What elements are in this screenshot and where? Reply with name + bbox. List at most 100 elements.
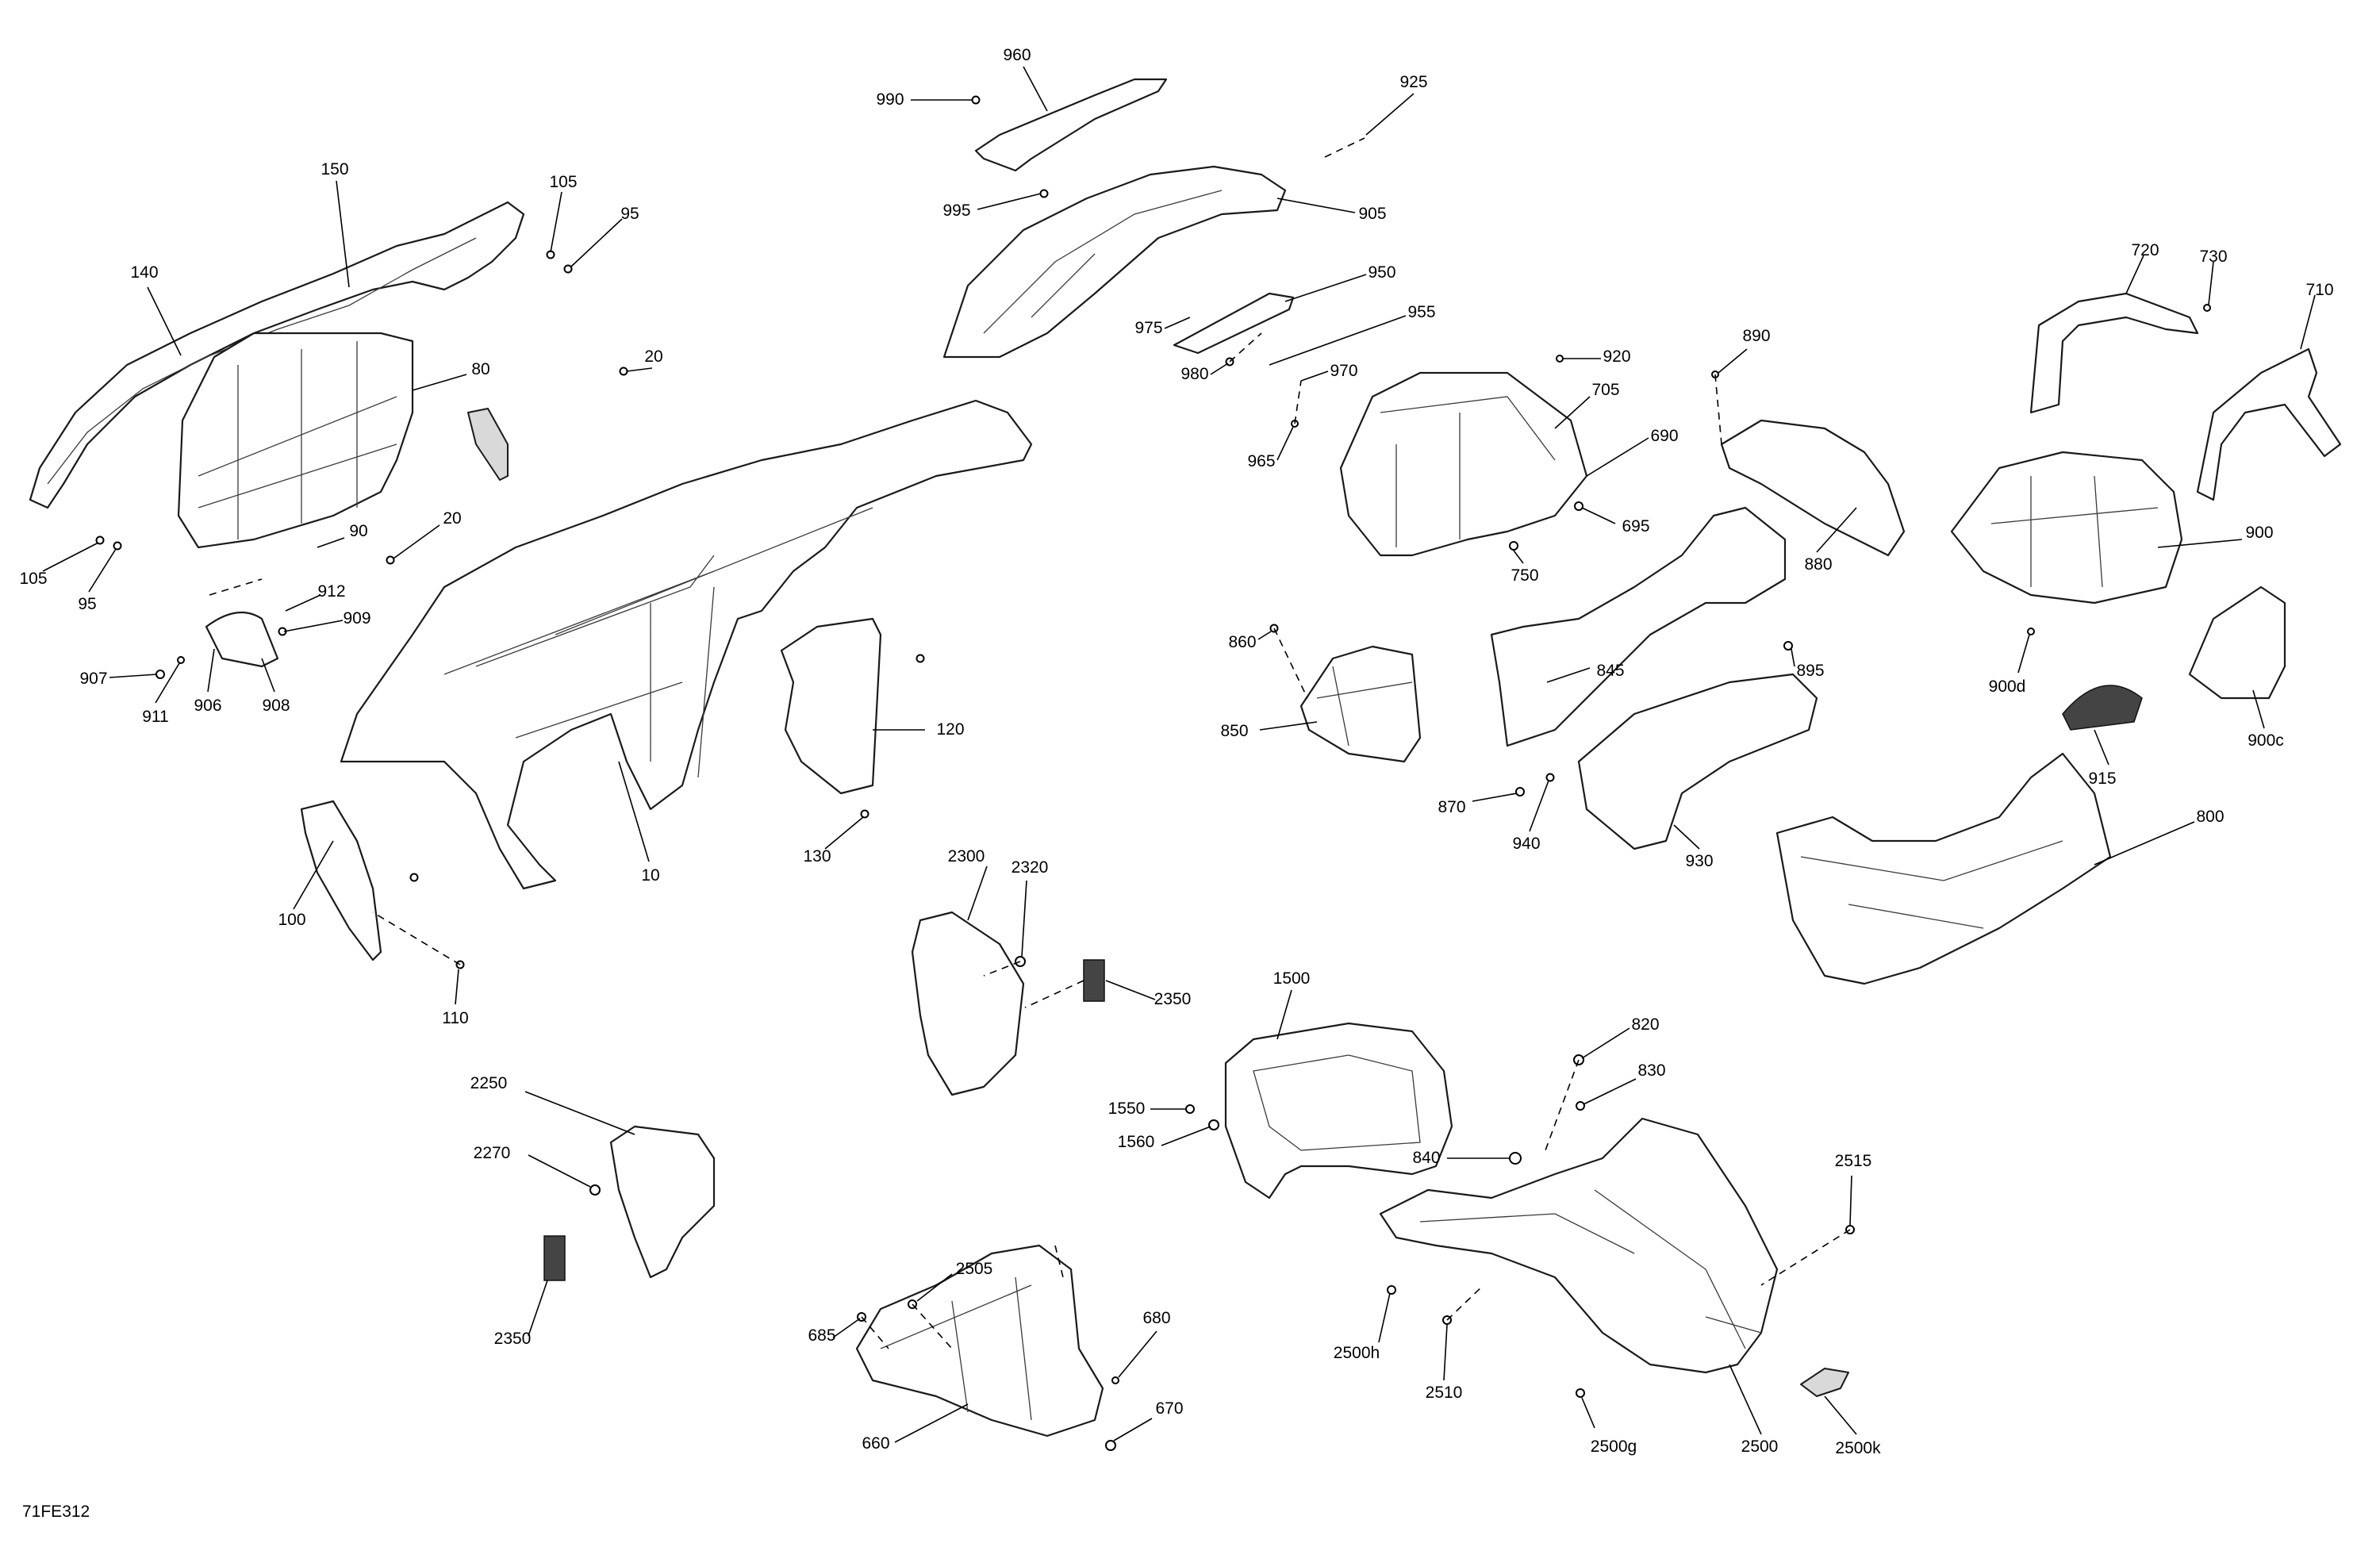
leader-1560 xyxy=(1161,1126,1211,1146)
fastener-2500g xyxy=(1576,1388,1585,1398)
fastener-20-top xyxy=(619,367,628,376)
callout-670: 670 xyxy=(1155,1399,1183,1418)
callout-2250: 2250 xyxy=(470,1074,508,1092)
leader-20-top xyxy=(626,367,653,372)
callout-912: 912 xyxy=(317,582,345,601)
fastener-920 xyxy=(1556,355,1564,363)
callout-2300: 2300 xyxy=(948,847,985,866)
part-2350-filter-lower xyxy=(543,1235,566,1281)
fastener-670 xyxy=(1105,1440,1116,1451)
callout-930: 930 xyxy=(1685,852,1713,870)
fastener-900d xyxy=(2027,628,2035,635)
callout-660: 660 xyxy=(862,1434,889,1453)
dash-890 xyxy=(1714,374,1722,445)
leader-2500h xyxy=(1378,1292,1391,1343)
fastener-750 xyxy=(1509,541,1518,551)
leader-130 xyxy=(824,816,864,850)
callout-870: 870 xyxy=(1438,798,1465,816)
leader-911 xyxy=(155,662,180,704)
callout-2500h: 2500h xyxy=(1334,1344,1380,1362)
dash-2320 xyxy=(983,961,1021,977)
callout-10: 10 xyxy=(641,866,659,885)
part-10-detail xyxy=(443,507,873,778)
callout-130: 130 xyxy=(803,847,831,866)
leader-90 xyxy=(317,537,345,548)
part-920-detail xyxy=(1380,396,1556,547)
leader-965 xyxy=(1276,426,1294,461)
fastener-907 xyxy=(155,670,165,679)
fastener-911 xyxy=(177,656,185,664)
callout-2500k: 2500k xyxy=(1835,1439,1881,1457)
leader-975 xyxy=(1164,317,1191,329)
leader-95-left xyxy=(88,548,117,593)
leader-980 xyxy=(1210,363,1229,375)
dash-925 xyxy=(1324,137,1365,158)
part-clip-near-20 xyxy=(467,408,509,481)
fastener-95-top xyxy=(563,264,573,274)
leader-695 xyxy=(1581,507,1616,524)
leader-730 xyxy=(2208,261,2214,305)
callout-690: 690 xyxy=(1650,427,1678,445)
callout-80: 80 xyxy=(471,360,489,378)
part-720-grab-bar xyxy=(2029,292,2199,414)
part-100-side-panel xyxy=(300,800,382,961)
leader-2500g xyxy=(1581,1397,1595,1429)
callout-900c: 900c xyxy=(2248,731,2284,750)
leader-95-top xyxy=(570,218,623,267)
callout-2505: 2505 xyxy=(956,1260,993,1278)
callout-120: 120 xyxy=(936,720,964,739)
callout-845: 845 xyxy=(1596,662,1624,680)
leader-820 xyxy=(1581,1027,1630,1059)
part-906-ring xyxy=(205,611,279,668)
leader-670 xyxy=(1113,1418,1153,1441)
leader-2515 xyxy=(1849,1175,1852,1226)
part-2500k-cap xyxy=(1800,1368,1849,1397)
callout-695: 695 xyxy=(1622,517,1649,535)
leader-2270 xyxy=(528,1154,591,1188)
leader-150 xyxy=(336,180,350,288)
leader-905 xyxy=(1276,198,1356,213)
callout-908: 908 xyxy=(262,697,290,715)
leader-912 xyxy=(285,594,321,612)
callout-905: 905 xyxy=(1358,205,1386,223)
callout-2500: 2500 xyxy=(1741,1437,1779,1456)
part-905-detail xyxy=(983,190,1223,334)
leader-710 xyxy=(2300,294,2316,350)
fastener-130 xyxy=(860,809,869,819)
leader-900d xyxy=(2017,634,2030,674)
callout-730: 730 xyxy=(2199,248,2227,266)
leader-900 xyxy=(2157,539,2243,548)
callout-20: 20 xyxy=(644,347,662,366)
part-915-mesh xyxy=(2062,685,2143,731)
callout-960: 960 xyxy=(1003,46,1031,64)
part-960-bracket xyxy=(974,78,1168,172)
fastener-990 xyxy=(971,95,981,105)
callout-95: 95 xyxy=(78,595,96,613)
part-900c-panel xyxy=(2188,585,2286,700)
part-900-lid xyxy=(1950,451,2183,605)
leader-100 xyxy=(293,840,334,910)
fastener-100 xyxy=(409,873,419,882)
dash-2510 xyxy=(1446,1284,1484,1321)
leader-955 xyxy=(1269,315,1407,366)
fastener-730 xyxy=(2203,304,2211,312)
dash-2350 xyxy=(1024,980,1084,1008)
leader-2505 xyxy=(916,1273,953,1302)
callout-965: 965 xyxy=(1247,452,1275,470)
fastener-840 xyxy=(1509,1152,1522,1165)
leader-860 xyxy=(1257,631,1272,640)
callout-800: 800 xyxy=(2196,808,2224,826)
callout-1550: 1550 xyxy=(1108,1100,1146,1118)
dash-2515 xyxy=(1760,1229,1851,1286)
assembly-lines-group xyxy=(209,137,1851,1349)
leader-110 xyxy=(455,969,459,1005)
leader-680 xyxy=(1118,1330,1157,1378)
callout-990: 990 xyxy=(876,90,904,109)
leader-140 xyxy=(147,286,182,356)
leader-995 xyxy=(977,193,1042,210)
callout-920: 920 xyxy=(1603,347,1630,366)
part-800-detail xyxy=(1800,840,2063,929)
leader-105-left xyxy=(42,542,99,572)
callout-95: 95 xyxy=(620,205,639,223)
